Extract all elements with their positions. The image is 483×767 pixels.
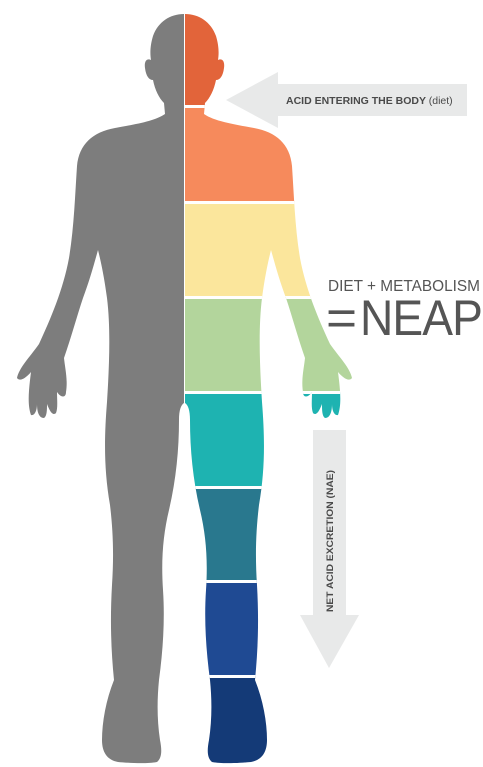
band-divider [185,201,483,204]
acid-entering-label: ACID ENTERING THE BODY (diet) [286,95,453,107]
net-acid-excretion-label: NET ACID EXCRETION (NAE) [325,470,335,612]
neap-label: NEAP [360,290,482,346]
neap-equation: DIET + METABOLISM = NEAP [326,278,482,346]
equals-sign: = [326,290,356,346]
band-8-foot [185,676,483,767]
grey-half-silhouette [17,14,184,763]
net-acid-excretion-arrow: NET ACID EXCRETION (NAE) [300,430,359,668]
band-divider [185,675,483,678]
band-divider [185,391,483,394]
band-2-chest [185,106,483,202]
acid-entering-arrow: ACID ENTERING THE BODY (diet) [226,72,467,128]
